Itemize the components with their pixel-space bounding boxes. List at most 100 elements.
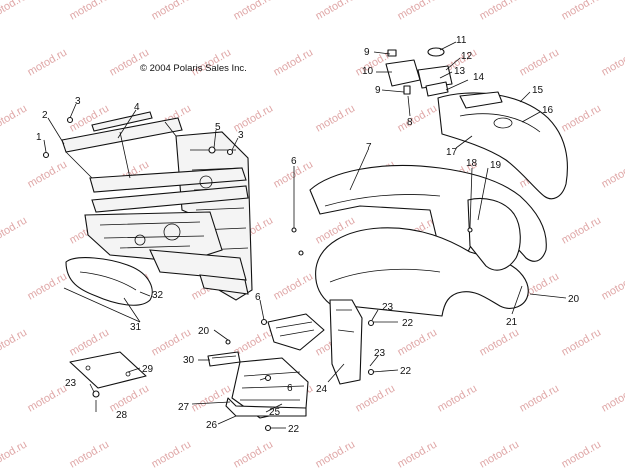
watermark-text: motod.ru (314, 438, 358, 468)
callout-22: 22 (288, 424, 300, 435)
callout-32: 32 (152, 290, 164, 301)
callout-26: 26 (206, 420, 218, 431)
callout-9: 9 (364, 47, 370, 58)
footwell-assembly (225, 313, 325, 419)
callout-31: 31 (130, 322, 142, 333)
bolt-icon (298, 250, 304, 256)
watermark-text: motod.ru (396, 438, 440, 468)
watermark-text: motod.ru (600, 158, 625, 190)
callout-23: 23 (382, 302, 394, 313)
watermark-text: motod.ru (108, 382, 152, 414)
callout-30: 30 (183, 355, 195, 366)
bolt-icon (226, 148, 234, 156)
mud-flap (329, 299, 363, 385)
watermark-text: motod.ru (150, 0, 194, 23)
watermark-text: motod.ru (190, 382, 234, 414)
callout-20: 20 (198, 326, 210, 337)
callout-24: 24 (316, 384, 328, 395)
watermark-text: motod.ru (0, 326, 29, 358)
clip-icon (467, 227, 473, 233)
cover-plate (69, 351, 147, 389)
watermark-text: motod.ru (0, 214, 29, 246)
copyright-notice: © 2004 Polaris Sales Inc. (140, 63, 247, 74)
callout-11: 11 (456, 35, 467, 46)
callout-12: 12 (461, 51, 473, 62)
callout-23: 23 (374, 348, 386, 359)
watermark-text: motod.ru (272, 270, 316, 302)
callout-10: 10 (362, 66, 374, 77)
callout-4: 4 (134, 102, 140, 113)
callout-13: 13 (454, 66, 466, 77)
bolt-icon (291, 227, 297, 233)
callout-6: 6 (287, 383, 293, 394)
callout-3: 3 (75, 96, 81, 107)
callout-20: 20 (568, 294, 580, 305)
callout-16: 16 (542, 105, 554, 116)
watermark-text: motod.ru (478, 438, 522, 468)
watermark-text: motod.ru (232, 0, 276, 23)
bolt-icon (260, 318, 268, 326)
clip-icon (225, 339, 231, 345)
bolt-icon (42, 151, 50, 159)
watermark-text: motod.ru (560, 438, 604, 468)
callout-23: 23 (65, 378, 77, 389)
watermark-text: motod.ru (314, 102, 358, 134)
bracket (207, 351, 241, 367)
nut-icon (367, 368, 375, 376)
callout-15: 15 (532, 85, 544, 96)
callout-8: 8 (407, 117, 413, 128)
callout-6: 6 (255, 292, 261, 303)
frame-assembly (61, 111, 253, 301)
watermark-text: motod.ru (314, 0, 358, 23)
watermark-text: motod.ru (0, 438, 29, 468)
callout-7: 7 (366, 142, 372, 153)
watermark-text: motod.ru (436, 382, 480, 414)
bolt-icon (208, 146, 216, 154)
callout-18: 18 (466, 158, 478, 169)
callout-9: 9 (375, 85, 381, 96)
callout-21: 21 (506, 317, 518, 328)
watermark-text: motod.ru (396, 326, 440, 358)
watermark-text: motod.ru (26, 46, 70, 78)
watermark-text: motod.ru (26, 158, 70, 190)
callout-14: 14 (473, 72, 485, 83)
watermark-text: motod.ru (68, 438, 112, 468)
callout-22: 22 (400, 366, 412, 377)
watermark-text: motod.ru (0, 0, 29, 23)
watermark-text: motod.ru (396, 102, 440, 134)
watermark-text: motod.ru (68, 0, 112, 23)
callout-27: 27 (178, 402, 190, 413)
watermark-text: motod.ru (272, 46, 316, 78)
watermark-text: motod.ru (68, 326, 112, 358)
watermark-text: motod.ru (560, 214, 604, 246)
nut-icon (264, 424, 272, 432)
callout-2: 2 (42, 110, 48, 121)
watermark-text: motod.ru (518, 382, 562, 414)
nut-icon (367, 319, 375, 327)
callout-1: 1 (36, 132, 42, 143)
callout-5: 5 (215, 122, 221, 133)
callout-6: 6 (291, 156, 297, 167)
bolt-icon (66, 116, 74, 124)
watermark-text: motod.ru (26, 270, 70, 302)
watermark-text: motod.ru (478, 326, 522, 358)
watermark-text: motod.ru (600, 382, 625, 414)
fasteners (42, 116, 473, 432)
watermark-text: motod.ru (232, 438, 276, 468)
watermark-text: motod.ru (600, 270, 625, 302)
watermark-text: motod.ru (478, 0, 522, 23)
watermark-text: motod.ru (560, 102, 604, 134)
watermark-text: motod.ru (600, 46, 625, 78)
watermark-text: motod.ru (26, 382, 70, 414)
callout-3: 3 (238, 130, 244, 141)
bolt-icon (92, 390, 100, 398)
callout-19: 19 (490, 160, 502, 171)
front-fender (315, 197, 529, 317)
callout-17: 17 (446, 147, 458, 158)
callout-25: 25 (269, 407, 281, 418)
callout-29: 29 (142, 364, 154, 375)
watermark-text: motod.ru (354, 382, 398, 414)
seat-assembly (65, 257, 153, 306)
